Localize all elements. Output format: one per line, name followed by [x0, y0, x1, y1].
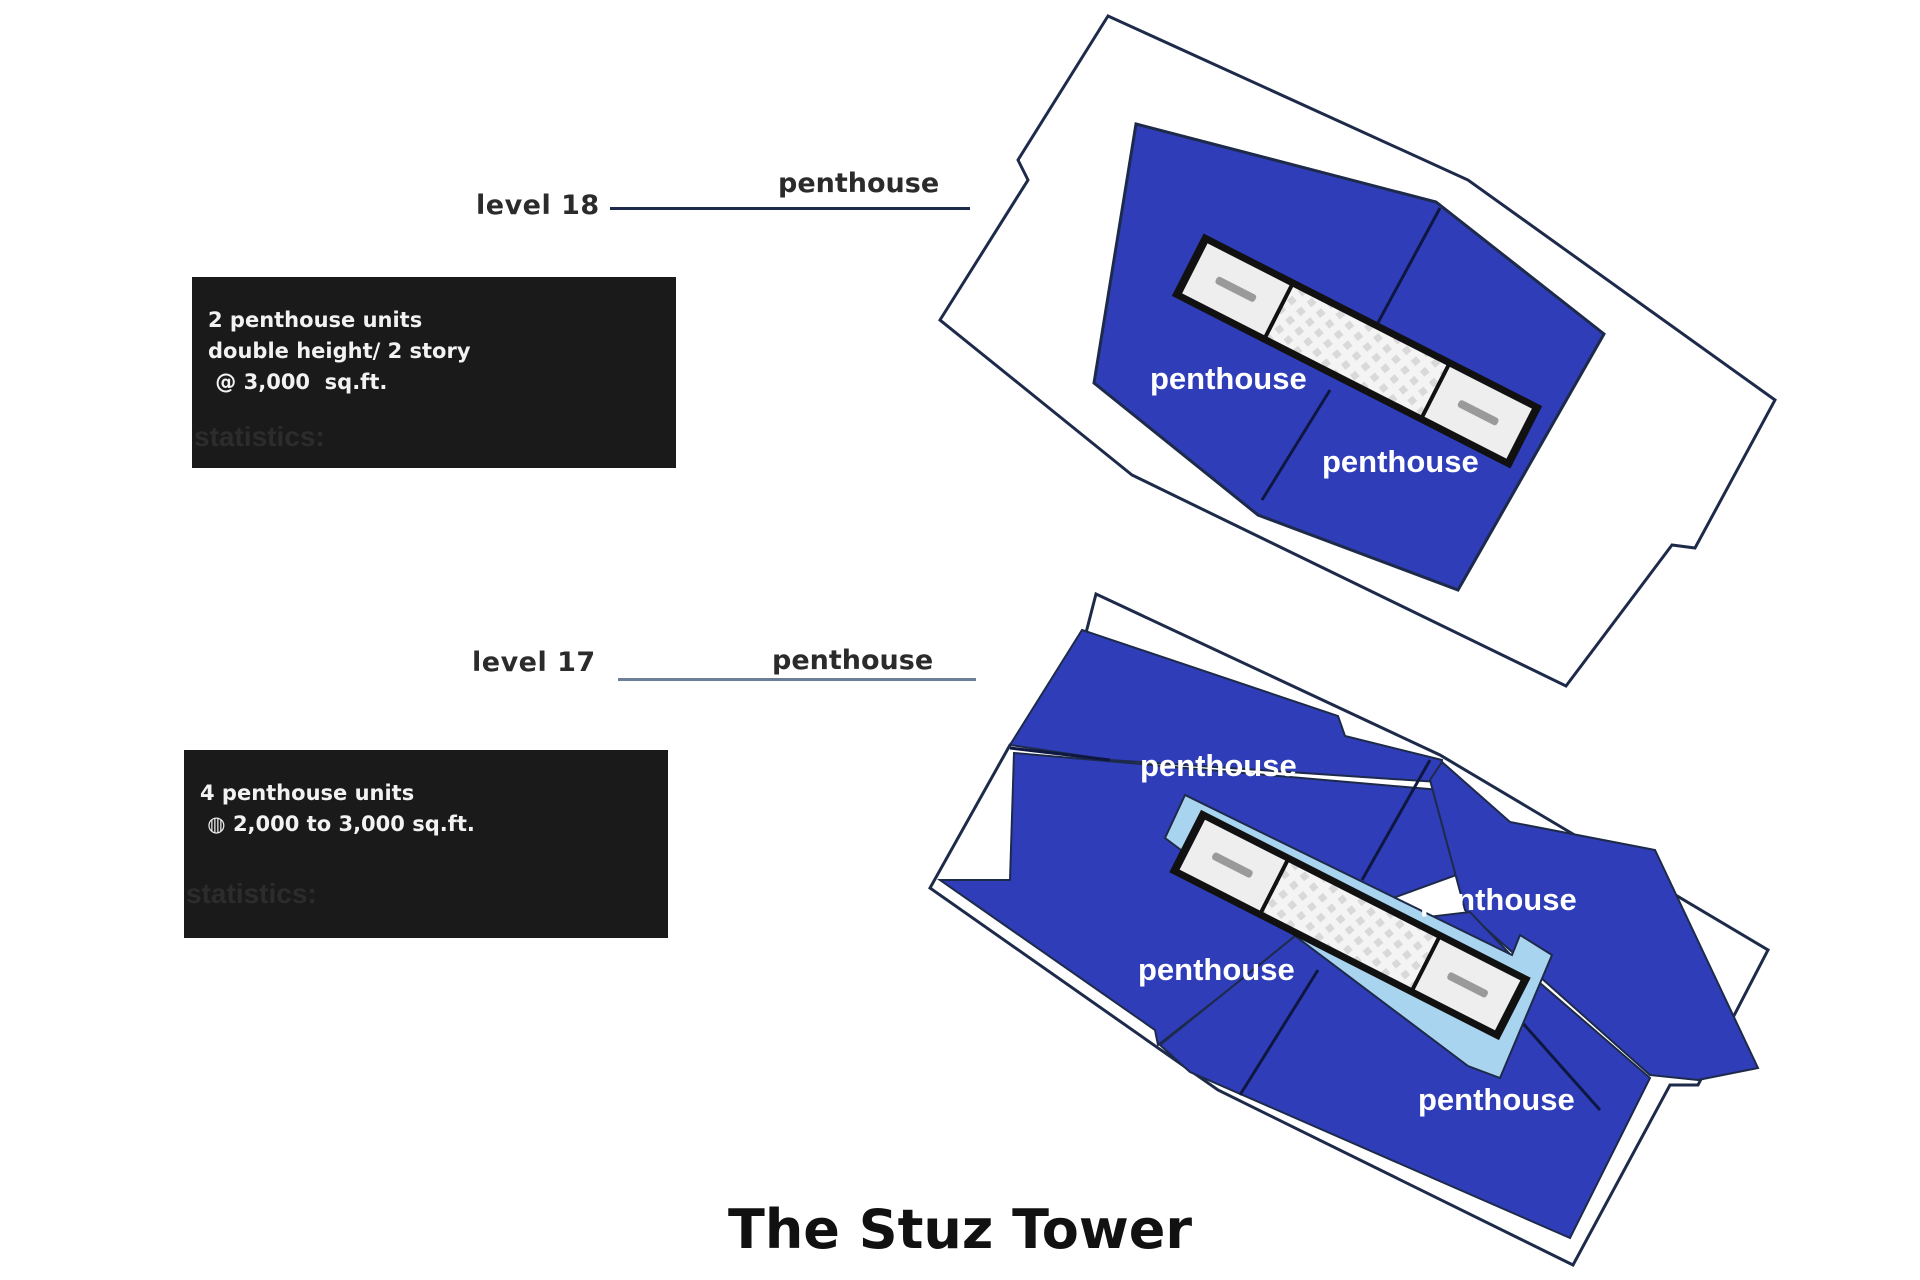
level-17-unit-divider	[1238, 969, 1320, 1096]
stats-line: @ 3,000 sq.ft.	[208, 370, 388, 394]
level-17-unit-label: penthouse	[1138, 952, 1295, 987]
level-17-unit-label: penthouse	[1140, 748, 1297, 783]
level-17-east-wing	[1428, 760, 1760, 1082]
level-17-unit-label: penthouse	[1420, 882, 1577, 917]
level-17-label: level 17	[472, 647, 596, 678]
level-18-unit-label: penthouse	[1322, 444, 1479, 479]
level-18-unit-divider	[1260, 389, 1332, 501]
level-17-unit-divider	[1009, 746, 1111, 762]
level-18-unit-divider	[1372, 207, 1442, 331]
level-17-floor-plan: penthouse penthouse penthouse penthouse	[928, 591, 1770, 1267]
level-18-leader-label: penthouse	[778, 168, 940, 199]
stats-heading: statistics:	[186, 878, 317, 909]
level-18-label: level 18	[476, 190, 600, 221]
level-18-floor-plan: penthouse penthouse	[938, 14, 1777, 688]
level-17-unit-label: penthouse	[1418, 1082, 1575, 1117]
level-17-core	[1169, 809, 1531, 1041]
page-title: The Stuz Tower	[728, 1198, 1192, 1261]
level-17-unit-divider	[1518, 1019, 1602, 1111]
level-18-unit-label: penthouse	[1150, 361, 1307, 396]
stats-line: 2 penthouse units	[208, 308, 423, 332]
level-17-stats-box: 4 penthouse units ◍ 2,000 to 3,000 sq.ft…	[184, 750, 668, 938]
level-17-unit-divider	[1360, 759, 1432, 881]
stats-line: ◍ 2,000 to 3,000 sq.ft.	[200, 812, 475, 836]
level-17-leader-label: penthouse	[772, 645, 934, 676]
level-17-leader-line	[618, 678, 976, 681]
level-18-core	[1171, 233, 1543, 469]
stats-heading: statistics:	[194, 421, 325, 452]
level-18-leader-line	[610, 207, 970, 210]
stats-line: 4 penthouse units	[200, 781, 415, 805]
level-18-stats-box: 2 penthouse units double height/ 2 story…	[192, 277, 676, 468]
stats-line: double height/ 2 story	[208, 339, 471, 363]
